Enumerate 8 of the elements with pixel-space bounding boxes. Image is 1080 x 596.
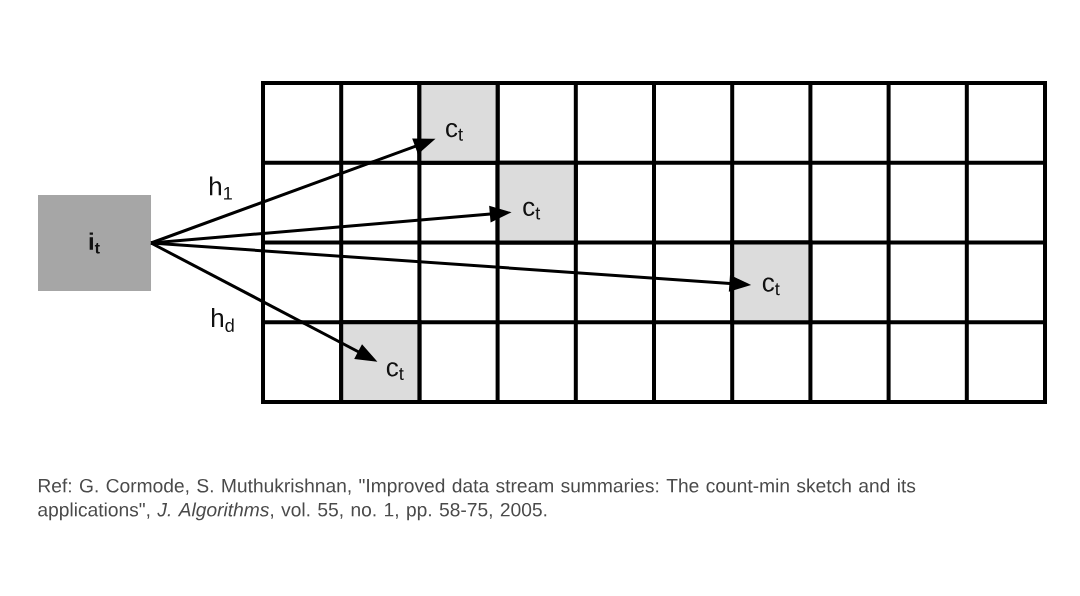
grid-cell: c$_{t}$ — [495, 160, 578, 245]
edge-label: h$_{d}$ — [208, 306, 238, 334]
grid-cell: c$_{t}$ — [417, 81, 500, 165]
edge-label: h$_{1}$ — [206, 174, 236, 202]
caption: Ref: G. Cormode, S. Muthukrishnan, "Improved data stream summaries: The count-min sketch and its applications", J. Algorithms, vol. 55, no. 1, pp. 58-75, 2005. — [38, 478, 916, 521]
grid-cell: c$_{t}$ — [730, 240, 813, 325]
grid-cell: c$_{t}$ — [339, 320, 422, 404]
item-box: i$_{t}$ — [38, 195, 151, 291]
